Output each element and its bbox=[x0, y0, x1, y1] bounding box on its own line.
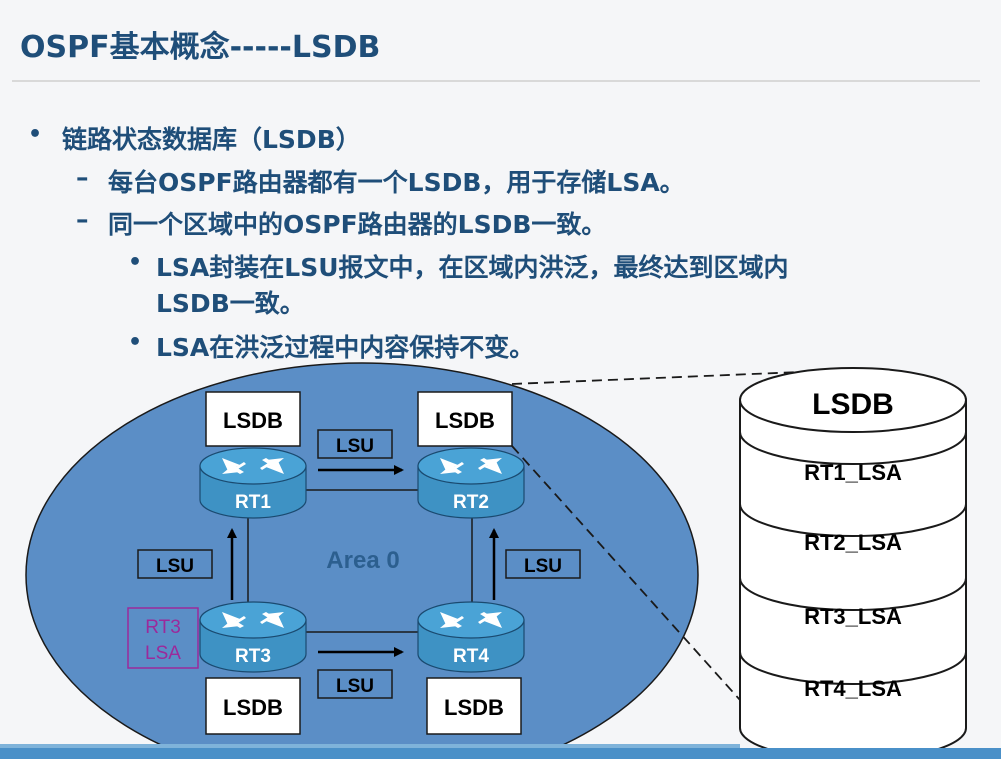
svg-text:LSU: LSU bbox=[156, 556, 194, 577]
lsdb-box-rt3: LSDB bbox=[205, 677, 301, 735]
router-top bbox=[417, 447, 525, 485]
router-arrow-icon bbox=[222, 462, 246, 474]
router-label-rt1: RT1 bbox=[235, 492, 271, 513]
bullet-level3-b: LSA在洪泛过程中内容保持不变。 bbox=[156, 333, 535, 362]
router-rt2 bbox=[417, 447, 525, 519]
area-label: Area 0 bbox=[326, 547, 399, 574]
lsdb-box-rt1: LSDB bbox=[205, 391, 301, 447]
dash-1: – bbox=[76, 163, 89, 192]
router-rt1 bbox=[199, 447, 307, 519]
bullet-level2-b: 同一个区域中的OSPF路由器的LSDB一致。 bbox=[108, 210, 607, 239]
title-divider bbox=[12, 80, 980, 82]
bullet-level3-a-line2: LSDB一致。 bbox=[156, 289, 305, 318]
router-label-rt2: RT2 bbox=[453, 492, 489, 513]
zoom-line-bottom bbox=[511, 445, 741, 701]
svg-text:LSA: LSA bbox=[145, 643, 181, 664]
bullet-dot-3a: • bbox=[128, 250, 143, 275]
lsdb-database-cylinder: LSDB RT1_LSA RT2_LSA RT3_LSA RT4_LSA bbox=[739, 367, 967, 759]
router-arrow-icon bbox=[440, 616, 464, 628]
page-title: OSPF基本概念-----LSDB bbox=[20, 30, 381, 65]
svg-text:LSDB: LSDB bbox=[223, 408, 283, 433]
router-arrow-icon bbox=[222, 616, 246, 628]
svg-text:LSU: LSU bbox=[336, 436, 374, 457]
lsu-label-left: LSU bbox=[137, 549, 213, 579]
database-row-3: RT3_LSA bbox=[804, 604, 902, 629]
router-rt3 bbox=[199, 601, 307, 673]
dash-2: – bbox=[76, 205, 89, 234]
database-title: LSDB bbox=[812, 388, 894, 421]
router-arrow-icon bbox=[440, 462, 464, 474]
bullet-level3-a-line1: LSA封装在LSU报文中，在区域内洪泛，最终达到区域内 bbox=[156, 253, 789, 282]
database-row-2: RT2_LSA bbox=[804, 530, 902, 555]
bullet-level2-a: 每台OSPF路由器都有一个LSDB，用于存储LSA。 bbox=[108, 168, 685, 197]
footer-accent bbox=[0, 744, 740, 748]
router-arrow-icon bbox=[478, 458, 502, 470]
lsdb-box-rt4: LSDB bbox=[426, 677, 522, 735]
svg-text:LSDB: LSDB bbox=[435, 408, 495, 433]
zoom-line-top bbox=[511, 371, 801, 385]
router-arrow-icon bbox=[260, 458, 284, 470]
router-top bbox=[199, 447, 307, 485]
router-arrow-icon bbox=[478, 612, 502, 624]
area-0-ellipse bbox=[25, 362, 699, 759]
router-top bbox=[199, 601, 307, 639]
lsu-label-right: LSU bbox=[505, 549, 581, 579]
lsu-label-top: LSU bbox=[317, 429, 393, 459]
bullet-level1: 链路状态数据库（LSDB） bbox=[62, 125, 361, 154]
router-arrow-icon bbox=[260, 612, 284, 624]
lsu-label-bottom: LSU bbox=[317, 669, 393, 699]
svg-text:RT3: RT3 bbox=[145, 617, 181, 638]
router-top bbox=[417, 601, 525, 639]
router-label-rt3: RT3 bbox=[235, 646, 271, 667]
router-rt4 bbox=[417, 601, 525, 673]
svg-text:LSU: LSU bbox=[524, 556, 562, 577]
svg-text:LSDB: LSDB bbox=[444, 695, 504, 720]
footer-bar bbox=[0, 748, 1001, 759]
bullet-dot: • bbox=[28, 122, 43, 147]
database-row-1: RT1_LSA bbox=[804, 460, 902, 485]
svg-text:LSDB: LSDB bbox=[223, 695, 283, 720]
lsdb-box-rt2: LSDB bbox=[417, 391, 513, 447]
rt3-lsa-label: RT3 LSA bbox=[127, 607, 199, 669]
router-label-rt4: RT4 bbox=[453, 646, 489, 667]
bullet-dot-3b: • bbox=[128, 330, 143, 355]
svg-text:LSU: LSU bbox=[336, 676, 374, 697]
database-row-4: RT4_LSA bbox=[804, 676, 902, 701]
